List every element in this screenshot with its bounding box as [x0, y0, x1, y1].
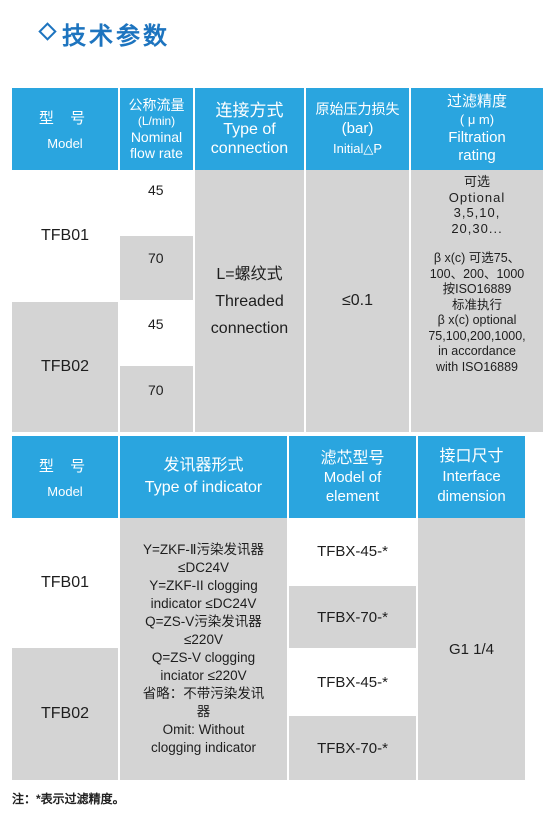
filtration-line: in accordance [438, 344, 516, 358]
header-model-en: Model [47, 136, 83, 151]
header-element-cn: 滤芯型号 [320, 449, 385, 467]
connection-cn: L=螺纹式 [216, 265, 283, 283]
indicator-line: Y=ZKF-Ⅱ污染发讯器 [142, 542, 265, 557]
header-pressure-cn: 原始压力损失 [315, 101, 400, 117]
flow-rate-value: 45 [148, 316, 164, 332]
model-row-tfb02: TFB02 [12, 648, 118, 780]
model-row-tfb01: TFB01 [12, 518, 118, 648]
header-model-cn: 型 号 [38, 458, 92, 475]
filtration-line: 标准执行 [451, 297, 502, 312]
filtration-line: 可选 [463, 174, 490, 189]
header-model: 型 号 Model [12, 88, 118, 170]
header-connection-cn: 连接方式 [215, 100, 284, 120]
header-interface-cn: 接口尺寸 [439, 448, 504, 465]
filtration-line: β x(c) 可选75、 [433, 251, 521, 265]
indicator-line: Omit: Without [162, 722, 245, 737]
indicator-line: indicator ≤DC24V [150, 596, 257, 611]
header-indicator-en: Type of indicator [144, 479, 263, 496]
element-value: TFBX-45-* [317, 673, 388, 691]
header-model: 型 号 Model [12, 436, 118, 518]
model-row-tfb02: TFB02 [12, 302, 118, 432]
interface-cell: G1 1/4 [418, 518, 525, 780]
model-name: TFB02 [40, 705, 89, 722]
pressure-cell: ≤0.1 [306, 170, 409, 432]
section-title: 技术参数 [62, 23, 170, 50]
model-name: TFB02 [40, 358, 89, 375]
indicator-line: clogging indicator [150, 740, 257, 755]
flow-rate-cell: 45 [120, 302, 193, 364]
header-connection-en1: Type of [223, 120, 276, 138]
filtration-line: β x(c) optional [437, 313, 517, 327]
footnote: 注：*表示过滤精度。 [12, 792, 125, 806]
flow-rate-cell: 70 [120, 236, 193, 300]
connection-en1: Threaded [215, 292, 284, 310]
element-value: TFBX-45-* [317, 542, 388, 560]
flow-rate-value: 70 [148, 382, 164, 398]
filtration-line: Optional [448, 189, 506, 205]
indicator-line: 器 [196, 704, 211, 719]
header-model-en: Model [47, 484, 83, 499]
header-element: 滤芯型号 Model of element [289, 436, 416, 518]
connection-en2: connection [210, 319, 289, 337]
header-model-cn: 型 号 [38, 110, 92, 127]
header-interface-en2: dimension [437, 488, 506, 505]
filtration-line: 3,5,10, [453, 205, 501, 220]
interface-value: G1 1/4 [448, 640, 495, 658]
element-cell: TFBX-45-* [289, 650, 416, 714]
indicator-cell: Y=ZKF-Ⅱ污染发讯器 ≤DC24V Y=ZKF-II clogging in… [120, 518, 287, 780]
header-flow-en1: Nominal [130, 129, 183, 145]
flow-rate-cell: 70 [120, 366, 193, 432]
indicator-line: ≤DC24V [178, 560, 229, 575]
header-filtration-cn: 过滤精度 [446, 93, 507, 110]
filtration-line: 100、200、1000 [429, 266, 525, 281]
header-pressure-unit: (bar) [341, 120, 374, 137]
connection-cell: L=螺纹式 Threaded connection [195, 170, 304, 432]
flow-rate-value: 45 [148, 182, 164, 198]
header-filtration-unit: ( μ m) [459, 112, 495, 127]
header-filtration-en1: Filtration [448, 129, 506, 146]
indicator-line: ≤220V [184, 632, 223, 647]
filtration-line: 按ISO16889 [442, 282, 512, 296]
header-connection: 连接方式 Type of connection [195, 88, 304, 170]
filtration-line: 75,100,200,1000, [428, 328, 526, 343]
header-element-en1: Model of [323, 468, 382, 486]
header-filtration-en2: rating [458, 147, 496, 164]
element-value: TFBX-70-* [317, 608, 388, 626]
header-filtration: 过滤精度 ( μ m) Filtration rating [411, 88, 543, 170]
flow-rate-value: 70 [148, 250, 164, 266]
indicator-line: Y=ZKF-II clogging [149, 578, 258, 593]
header-flow: 公称流量 (L/min) Nominal flow rate [120, 88, 193, 170]
element-cell: TFBX-70-* [289, 586, 416, 648]
element-value: TFBX-70-* [317, 739, 388, 757]
filtration-cell: 可选 Optional 3,5,10, 20,30... β x(c) 可选75… [411, 170, 543, 432]
flow-rate-cell: 45 [120, 170, 193, 234]
indicator-line: Q=ZS-V clogging [151, 650, 256, 665]
header-flow-en2: flow rate [130, 145, 183, 161]
element-cell: TFBX-45-* [289, 518, 416, 584]
filtration-line: with ISO16889 [436, 359, 518, 374]
header-interface: 接口尺寸 Interface dimension [418, 436, 525, 518]
header-pressure: 原始压力损失 (bar) Initial△P [306, 88, 409, 170]
header-connection-en2: connection [210, 139, 289, 157]
header-element-en2: element [325, 487, 380, 505]
model-name: TFB01 [40, 227, 89, 244]
indicator-line: 省略：不带污染发讯 [142, 686, 265, 701]
element-cell: TFBX-70-* [289, 716, 416, 780]
filtration-line: 20,30... [451, 220, 503, 236]
header-pressure-en: Initial△P [332, 141, 383, 156]
header-indicator-cn: 发讯器形式 [163, 457, 244, 474]
header-interface-en1: Interface [442, 468, 501, 485]
model-row-tfb01: TFB01 [12, 170, 118, 302]
indicator-line: Q=ZS-V污染发讯器 [145, 614, 262, 629]
header-flow-unit: (L/min) [137, 114, 176, 128]
pressure-value: ≤0.1 [341, 292, 374, 309]
indicator-line: inciator ≤220V [160, 668, 247, 683]
header-flow-cn: 公称流量 [128, 97, 185, 113]
header-indicator: 发讯器形式 Type of indicator [120, 436, 287, 518]
diamond-icon [38, 22, 57, 41]
model-name: TFB01 [40, 574, 89, 591]
